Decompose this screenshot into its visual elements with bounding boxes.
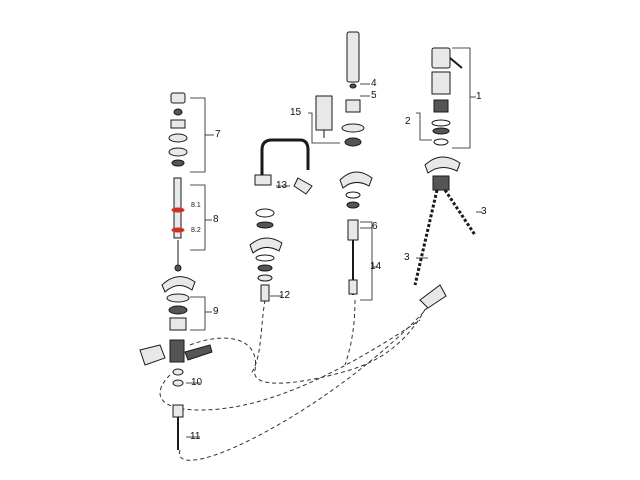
callout-3-right: 3 [481,206,487,217]
left-part-7b [170,119,186,129]
dashed-hose-routes [159,299,431,461]
callout-8-1: 8.1 [191,202,201,209]
shower-hose-connector [348,279,358,295]
left-valve-assembly [139,92,213,450]
spout-escutcheon [249,237,283,254]
left-part-7e [171,159,185,167]
left-connector-11 [172,404,184,418]
left-escutcheon-9a [161,276,196,293]
shower-part-b [346,201,360,209]
callout-4: 4 [371,78,377,89]
left-part-9d [169,317,187,331]
callout-10: 10 [191,377,203,388]
left-o-ring-2 [171,227,185,233]
right-o-ring [431,119,451,127]
shower-part-6 [347,219,359,241]
right-handle-body [431,71,451,95]
hand-shower-assembly [315,31,373,295]
right-handle-cap [431,47,451,69]
callout-8-2: 8.2 [191,227,201,234]
left-part-9b [166,293,190,303]
callout-5: 5 [371,90,377,101]
right-hose-left [413,189,439,286]
spout-part-b [257,264,273,272]
left-part-7d [168,147,188,157]
right-ring [433,138,449,146]
callout-7: 7 [215,129,221,140]
right-valve-body [432,175,450,191]
shower-holder-ring [341,123,365,133]
shower-holder-ring2 [344,137,362,147]
left-o-ring-1 [171,207,185,213]
spout-assembly [249,138,313,302]
shower-part-a [345,191,361,199]
shower-part-4 [349,83,357,89]
spout-shank-12 [260,284,270,302]
callout-15: 15 [290,107,302,118]
callout-14: 14 [370,261,382,272]
left-part-7a [173,108,183,116]
spout-part-a [255,254,275,262]
spout-part-c [257,274,273,282]
callout-9: 9 [213,306,219,317]
left-valve-body [169,339,185,363]
left-part-7c [168,133,188,143]
right-lever [449,57,463,69]
callout-3-left: 3 [404,252,410,263]
hand-shower-head [346,31,360,83]
callout-11: 11 [190,431,201,442]
callout-brackets [186,47,482,438]
spout-washer [256,221,274,229]
shower-part-5 [345,99,361,113]
spout-o-ring [255,208,275,218]
left-tee-10b [172,379,184,387]
callout-2: 2 [405,116,411,127]
right-hose-right [443,189,477,236]
shower-escutcheon [339,171,373,189]
callout-13: 13 [276,180,288,191]
left-hose-fitting [184,344,213,361]
left-spindle-end [174,264,182,272]
right-part-2a [433,99,449,113]
right-valve-assembly [413,47,477,309]
right-elbow [419,284,447,309]
left-elbow [139,344,166,366]
left-part-9c [168,305,188,315]
spout-aerator-13 [293,177,313,195]
callout-1: 1 [476,91,482,102]
callout-8: 8 [213,214,219,225]
left-tee-10a [172,368,184,376]
callout-6: 6 [372,221,378,232]
callout-12: 12 [279,290,291,301]
left-handle-cap [170,92,186,104]
shower-guide-15 [315,95,333,131]
right-washer [432,127,450,135]
right-escutcheon [424,156,461,174]
spout-base [254,174,272,186]
spout-body [260,138,310,180]
